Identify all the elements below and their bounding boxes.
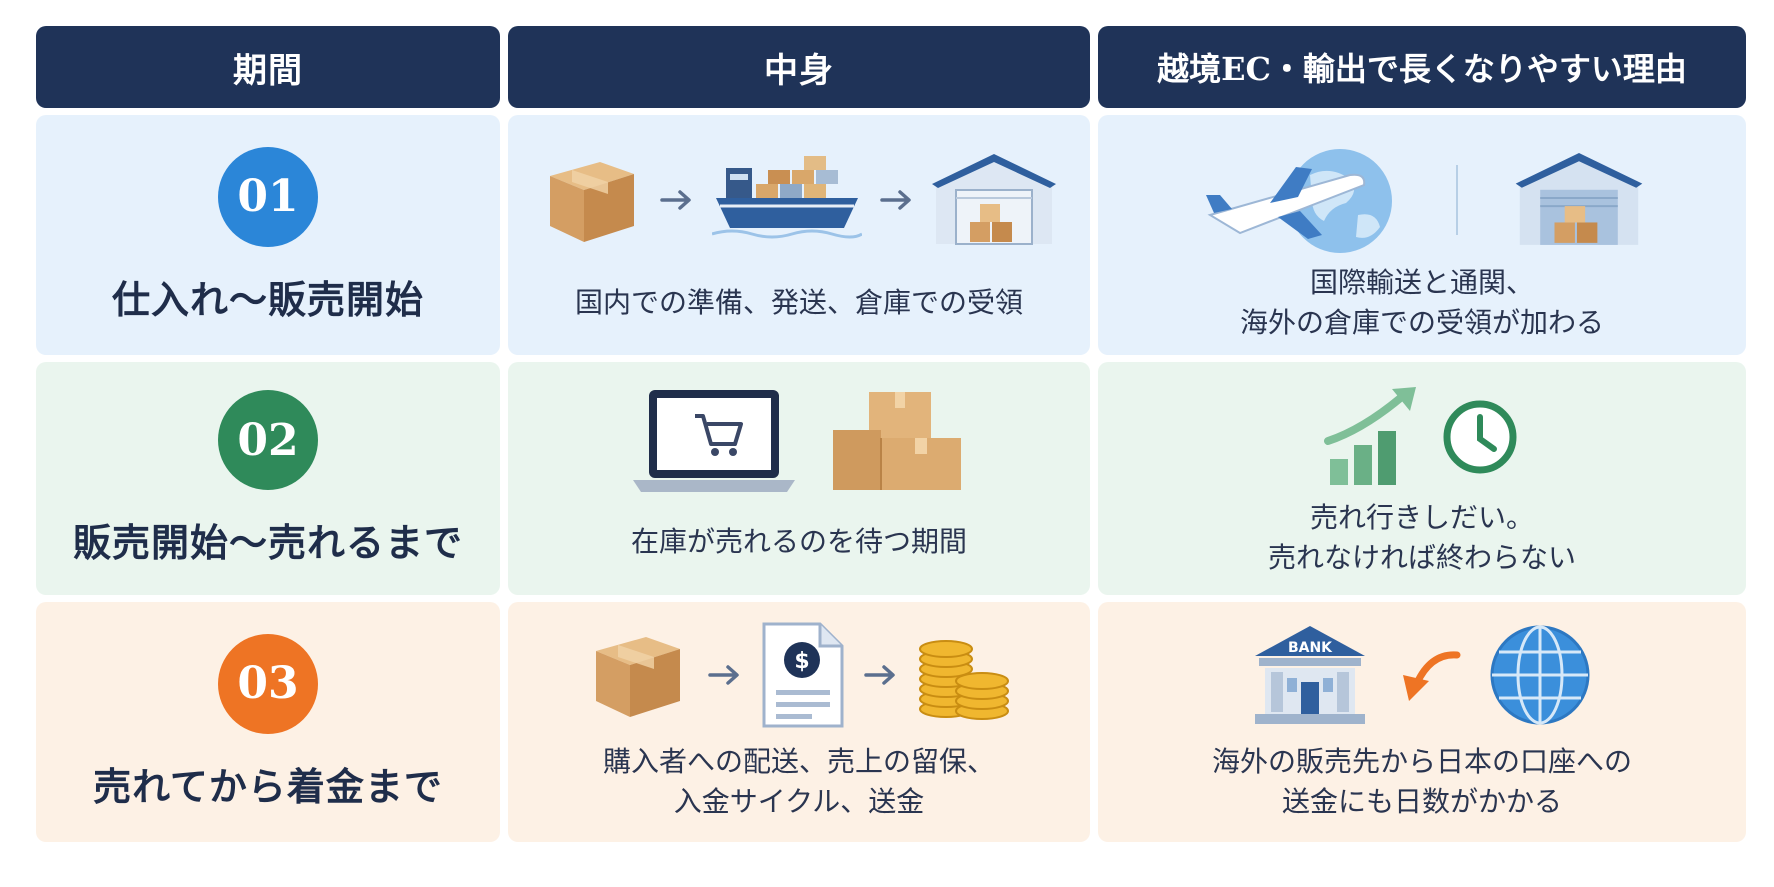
row3-period-title: 売れてから着金まで — [93, 763, 443, 809]
clock-icon — [1443, 400, 1517, 474]
row2-reason-caption: 売れ行きしだい。 売れなければ終わらない — [1098, 498, 1746, 578]
cargo-ship-icon — [712, 156, 862, 239]
bank-label: BANK — [1288, 640, 1333, 656]
row2-reason-cell: 売れ行きしだい。 売れなければ終わらない — [1098, 362, 1746, 595]
stacked-boxes-icon — [833, 392, 961, 490]
row3-reason-cell: BANK — [1098, 602, 1746, 842]
arrow-right-icon — [660, 189, 694, 211]
row2-period-title: 販売開始〜売れるまで — [72, 520, 463, 565]
row3-reason-icons: BANK — [1098, 620, 1746, 730]
globe-icon — [1490, 625, 1590, 725]
header-reason: 越境EC・輸出で長くなりやすい理由 — [1098, 26, 1746, 108]
row3-period-cell: 03 売れてから着金まで — [36, 602, 500, 842]
curved-arrow-icon — [1403, 651, 1461, 701]
laptop-cart-icon — [633, 390, 795, 492]
row3-content-icons: $ — [508, 620, 1090, 730]
row1-content-cell: 国内での準備、発送、倉庫での受領 — [508, 115, 1090, 355]
row3-content-caption: 購入者への配送、売上の留保、 入金サイクル、送金 — [508, 742, 1090, 822]
row1-number-badge: 01 — [218, 146, 318, 247]
bank-icon: BANK — [1255, 626, 1365, 724]
row2-reason-line2: 売れなければ終わらない — [1267, 541, 1576, 574]
row1-reason-line2: 海外の倉庫での受領が加わる — [1239, 306, 1604, 339]
row2-reason-icons — [1098, 382, 1746, 492]
divider — [1456, 165, 1458, 235]
cardboard-box-icon — [550, 162, 634, 242]
cardboard-box-icon — [596, 637, 680, 717]
row1-reason-line1: 国際輸送と通関、 — [1309, 266, 1534, 299]
row3-content-line2: 入金サイクル、送金 — [673, 785, 925, 818]
row1-period-cell: 01 仕入れ〜販売開始 — [36, 115, 500, 355]
row3-reason-caption: 海外の販売先から日本の口座への 送金にも日数がかかる — [1098, 742, 1746, 822]
row1-period-title: 仕入れ〜販売開始 — [111, 276, 424, 322]
arrow-right-icon — [864, 664, 898, 686]
airplane-globe-icon — [1206, 149, 1392, 253]
row3-content-line1: 購入者への配送、売上の留保、 — [602, 745, 995, 778]
row2-content-icons — [508, 386, 1090, 496]
row3-reason-line2: 送金にも日数がかかる — [1281, 785, 1562, 818]
row2-content-caption: 在庫が売れるのを待つ期間 — [508, 522, 1090, 562]
row1-reason-cell: 国際輸送と通関、 海外の倉庫での受領が加わる — [1098, 115, 1746, 355]
row2-reason-line1: 売れ行きしだい。 — [1309, 501, 1534, 534]
row3-number-badge: 03 — [218, 633, 318, 734]
growth-chart-icon — [1324, 387, 1416, 485]
row1-content-caption: 国内での準備、発送、倉庫での受領 — [508, 283, 1090, 323]
row1-content-line1: 国内での準備、発送、倉庫での受領 — [574, 286, 1023, 319]
row2-content-line1: 在庫が売れるのを待つ期間 — [630, 525, 967, 558]
row3-content-cell: $ — [508, 602, 1090, 842]
row2-number-badge: 02 — [218, 390, 318, 490]
warehouse-icon — [932, 154, 1056, 245]
arrow-right-icon — [880, 189, 914, 211]
row1-reason-icons — [1098, 145, 1746, 255]
row3-reason-line1: 海外の販売先から日本の口座への — [1211, 745, 1632, 778]
row2-content-cell: 在庫が売れるのを待つ期間 — [508, 362, 1090, 595]
row1-content-icons — [508, 145, 1090, 255]
info-table: 期間 中身 越境EC・輸出で長くなりやすい理由 01 仕入れ〜販売開始 — [36, 26, 1746, 846]
arrow-right-icon — [708, 664, 742, 686]
row2-period-cell: 02 販売開始〜売れるまで — [36, 362, 500, 595]
dollar-sign: $ — [794, 649, 809, 674]
coin-stack-icon — [919, 640, 1009, 720]
row1-reason-caption: 国際輸送と通関、 海外の倉庫での受領が加わる — [1098, 263, 1746, 343]
warehouse-icon — [1515, 153, 1643, 245]
header-period: 期間 — [36, 26, 500, 108]
header-content: 中身 — [508, 26, 1090, 108]
invoice-dollar-icon: $ — [762, 622, 844, 728]
